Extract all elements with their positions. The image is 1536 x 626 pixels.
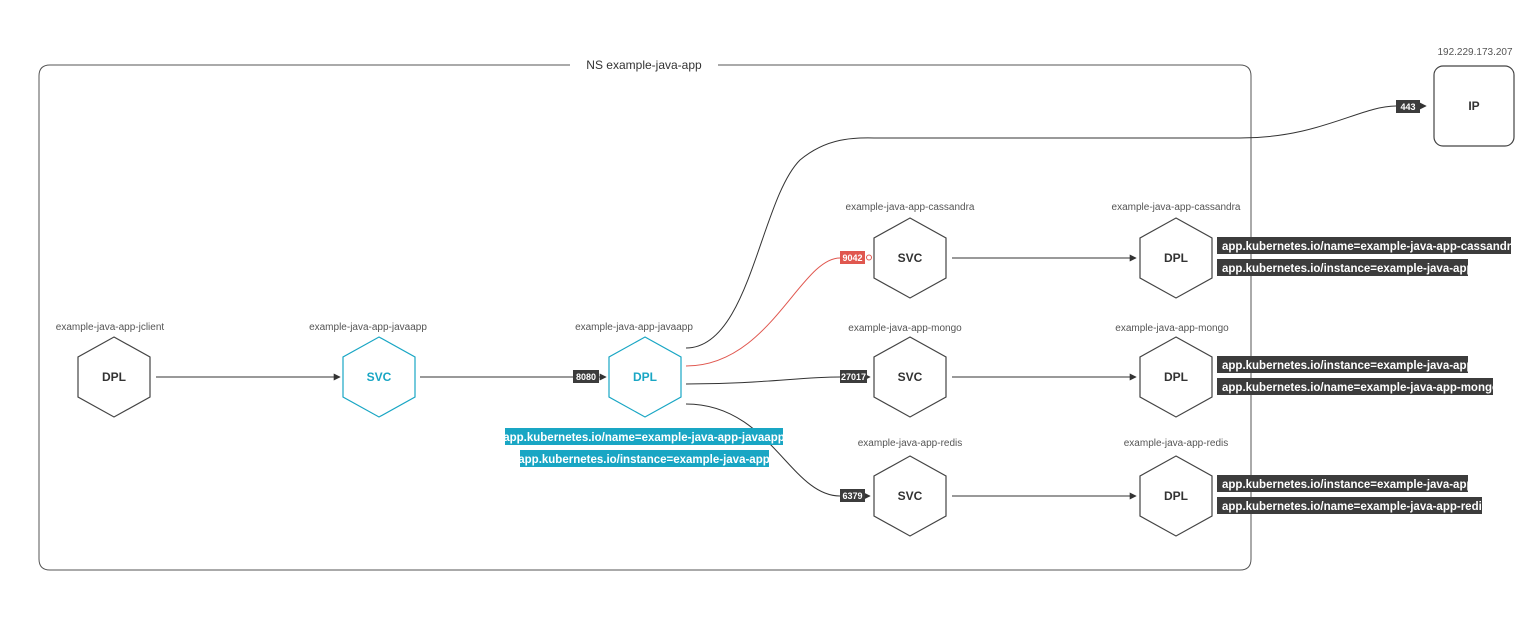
svg-text:app.kubernetes.io/name=example: app.kubernetes.io/name=example-java-app-…	[503, 432, 785, 444]
node-type-label: SVC	[898, 489, 923, 503]
deployment-hexagon-icon	[1139, 217, 1213, 299]
edge-javaapp-to-cassandra-svc[interactable]	[685, 257, 841, 367]
label-chip: app.kubernetes.io/instance=example-java-…	[1217, 356, 1474, 373]
node-type-label: DPL	[1164, 489, 1188, 503]
node-caption: example-java-app-javaapp	[575, 322, 693, 333]
svg-text:app.kubernetes.io/name=example: app.kubernetes.io/name=example-java-app-…	[1222, 241, 1518, 253]
namespace-frame[interactable]: NS example-java-app	[38, 58, 1252, 571]
label-chip: app.kubernetes.io/instance=example-java-…	[1217, 475, 1474, 492]
service-hexagon-icon	[873, 336, 947, 418]
svg-text:app.kubernetes.io/name=example: app.kubernetes.io/name=example-java-app-…	[1222, 501, 1488, 513]
svg-text:app.kubernetes.io/instance=exa: app.kubernetes.io/instance=example-java-…	[1222, 263, 1474, 275]
svg-text:9042: 9042	[842, 253, 862, 263]
node-caption: example-java-app-jclient	[56, 322, 165, 333]
label-chip: app.kubernetes.io/instance=example-java-…	[518, 450, 770, 467]
label-chip: app.kubernetes.io/name=example-java-app-…	[1217, 378, 1499, 395]
ip-address: 192.229.173.207	[1437, 47, 1513, 58]
node-cassandra-svc[interactable]: example-java-app-cassandra SVC	[846, 202, 975, 299]
node-caption: example-java-app-redis	[858, 438, 963, 449]
service-hexagon-icon	[873, 217, 947, 299]
node-javaapp-svc[interactable]: example-java-app-javaapp SVC	[309, 322, 427, 418]
node-redis-dpl[interactable]: example-java-app-redis DPL app.kubernete…	[1124, 438, 1488, 537]
port-badge-443: 443	[1396, 100, 1420, 113]
node-mongo-dpl[interactable]: example-java-app-mongo DPL app.kubernete…	[1115, 323, 1499, 418]
deployment-hexagon-icon	[608, 336, 682, 418]
node-type-label: SVC	[898, 251, 923, 265]
service-hexagon-icon	[873, 455, 947, 537]
node-cassandra-dpl[interactable]: example-java-app-cassandra DPL app.kuber…	[1112, 202, 1519, 299]
node-type-label: DPL	[633, 370, 657, 384]
svg-text:app.kubernetes.io/instance=exa: app.kubernetes.io/instance=example-java-…	[518, 454, 770, 466]
node-caption: example-java-app-mongo	[1115, 323, 1229, 334]
svg-text:8080: 8080	[576, 372, 596, 382]
svg-text:app.kubernetes.io/name=example: app.kubernetes.io/name=example-java-app-…	[1222, 382, 1499, 394]
svg-text:443: 443	[1400, 102, 1415, 112]
node-caption: example-java-app-javaapp	[309, 322, 427, 333]
port-badge-8080: 8080	[573, 370, 599, 383]
port-badge-9042: 9042	[840, 251, 872, 264]
ip-box-icon	[1433, 65, 1515, 147]
namespace-border	[38, 64, 1252, 571]
node-caption: example-java-app-redis	[1124, 438, 1229, 449]
deployment-hexagon-icon	[1139, 336, 1213, 418]
port-badge-27017: 27017	[840, 370, 867, 383]
node-caption: example-java-app-mongo	[848, 323, 962, 334]
svg-text:app.kubernetes.io/instance=exa: app.kubernetes.io/instance=example-java-…	[1222, 360, 1474, 372]
namespace-title: NS example-java-app	[586, 58, 702, 72]
edge-javaapp-to-redis-svc[interactable]	[685, 403, 871, 500]
service-hexagon-icon	[342, 336, 416, 418]
deployment-hexagon-icon	[77, 336, 151, 418]
label-chip: app.kubernetes.io/name=example-java-app-…	[503, 428, 785, 445]
port-badge-6379: 6379	[840, 489, 865, 502]
label-chip: app.kubernetes.io/name=example-java-app-…	[1217, 497, 1488, 514]
node-type-label: SVC	[898, 370, 923, 384]
svg-text:27017: 27017	[841, 372, 866, 382]
edges	[156, 102, 1427, 500]
svg-text:app.kubernetes.io/instance=exa: app.kubernetes.io/instance=example-java-…	[1222, 479, 1474, 491]
node-type-label: IP	[1468, 99, 1479, 113]
node-type-label: SVC	[367, 370, 392, 384]
label-chip: app.kubernetes.io/name=example-java-app-…	[1217, 237, 1518, 254]
node-type-label: DPL	[1164, 251, 1188, 265]
port-badges: 8080 9042 27017 6379 443	[573, 100, 1420, 502]
node-external-ip[interactable]: 192.229.173.207 IP	[1433, 47, 1515, 147]
label-chip: app.kubernetes.io/instance=example-java-…	[1217, 259, 1474, 276]
edge-javaapp-to-mongo-svc[interactable]	[685, 373, 871, 385]
svg-text:6379: 6379	[842, 491, 862, 501]
node-caption: example-java-app-cassandra	[1112, 202, 1241, 213]
error-icon	[866, 254, 872, 261]
node-caption: example-java-app-cassandra	[846, 202, 975, 213]
edge-javaapp-to-ip[interactable]	[685, 102, 1427, 349]
node-jclient-dpl[interactable]: example-java-app-jclient DPL	[56, 322, 165, 418]
node-mongo-svc[interactable]: example-java-app-mongo SVC	[848, 323, 962, 418]
node-redis-svc[interactable]: example-java-app-redis SVC	[858, 438, 963, 537]
deployment-hexagon-icon	[1139, 455, 1213, 537]
node-type-label: DPL	[102, 370, 126, 384]
node-javaapp-dpl[interactable]: example-java-app-javaapp DPL app.kuberne…	[503, 322, 785, 467]
node-type-label: DPL	[1164, 370, 1188, 384]
